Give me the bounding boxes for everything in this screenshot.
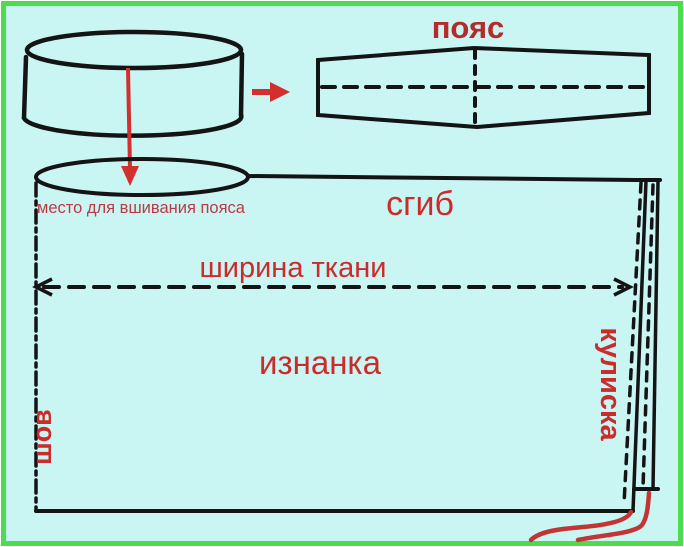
insertion-note-label: место для вшивания пояса (37, 199, 246, 217)
fabric-width-label: ширина ткани (200, 252, 387, 284)
cylinder-left-wall (21, 54, 29, 121)
casing-fold-dashed-left (622, 181, 643, 506)
down-arrow-icon (121, 67, 139, 186)
cylinder-bottom-arc (21, 112, 244, 138)
top-fold-edge (246, 174, 642, 182)
casing-fold-dashed-right (641, 183, 655, 490)
belt-label: пояс (432, 10, 505, 45)
right-arrow-icon (252, 82, 290, 102)
cylinder-right-wall (238, 51, 245, 118)
casing-label: кулиска (594, 327, 626, 441)
belt-pattern (316, 45, 651, 130)
cylinder-top-ellipse (24, 29, 244, 71)
belt-outline (316, 45, 651, 130)
waist-opening-ellipse (34, 157, 250, 197)
seam-label: шов (27, 409, 57, 465)
casing-edge-solid-left (631, 179, 648, 513)
drawstring-cords (528, 490, 652, 543)
wrong-side-label: изнанка (259, 344, 382, 381)
fabric-rectangle (34, 174, 642, 513)
drawstring-cord-left (528, 509, 634, 543)
waistband-cylinder (21, 29, 245, 138)
drawstring-cord-right (575, 490, 652, 543)
fold-label: сгиб (386, 185, 454, 223)
casing-strip (622, 178, 662, 513)
width-arrow-icon (32, 277, 634, 297)
casing-edge-solid-right (651, 179, 660, 491)
